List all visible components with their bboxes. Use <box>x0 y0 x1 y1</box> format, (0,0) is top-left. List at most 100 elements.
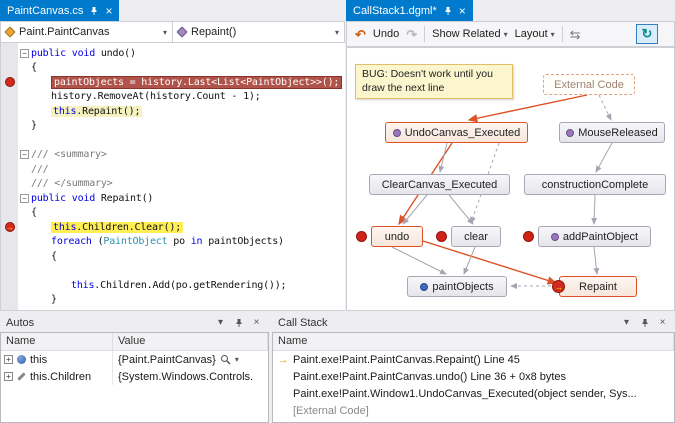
window-position-icon[interactable]: ▾ <box>623 317 630 328</box>
close-icon[interactable]: × <box>105 3 113 18</box>
breakpoint-margin[interactable] <box>1 206 18 221</box>
window-position-icon[interactable]: ▾ <box>217 317 224 328</box>
callstack-header[interactable]: Name <box>273 333 674 351</box>
pin-icon[interactable] <box>89 6 99 16</box>
breakpoint-margin[interactable] <box>1 133 18 148</box>
breakpoint-margin[interactable] <box>1 191 18 206</box>
graph-node-undo[interactable]: undo <box>371 226 423 247</box>
breakpoint-margin[interactable] <box>1 162 18 177</box>
callstack-frame[interactable]: →Paint.exe!Paint.PaintCanvas.Repaint() L… <box>273 351 674 368</box>
breakpoint-icon[interactable] <box>356 231 367 242</box>
breakpoint-margin[interactable] <box>1 75 18 90</box>
graph-node-clear[interactable]: clear <box>451 226 501 247</box>
redo-icon[interactable]: ↷ <box>406 26 418 42</box>
pin-icon[interactable] <box>232 318 245 328</box>
fold-marker[interactable]: − <box>20 193 29 203</box>
breakpoint-margin[interactable] <box>1 249 18 264</box>
code-line[interactable]: this.Children.Add(po.getRendering()); <box>1 278 345 293</box>
expand-icon[interactable]: + <box>4 372 13 381</box>
column-header-name[interactable]: Name <box>273 333 674 350</box>
callstack-frame[interactable]: Paint.exe!Paint.PaintCanvas.undo() Line … <box>273 368 674 385</box>
breakpoint-icon[interactable] <box>4 77 15 88</box>
graph-node-undocanvas-executed[interactable]: UndoCanvas_Executed <box>385 122 528 143</box>
breakpoint-margin[interactable] <box>1 90 18 105</box>
breakpoint-margin[interactable] <box>1 278 18 293</box>
fold-marker[interactable]: − <box>20 150 29 160</box>
code-line[interactable] <box>1 264 345 279</box>
code-line[interactable]: −public void Repaint() <box>1 191 345 206</box>
graph-node-addpaintobject[interactable]: addPaintObject <box>538 226 651 247</box>
show-related-button[interactable]: Show Related▾ <box>432 28 508 40</box>
layout-button[interactable]: Layout▾ <box>515 28 555 40</box>
tab-label: CallStack1.dgml* <box>353 4 437 17</box>
code-line[interactable]: { <box>1 61 345 76</box>
column-header-name[interactable]: Name <box>1 333 113 350</box>
code-line[interactable]: } <box>1 293 345 308</box>
graph-node-paintobjects[interactable]: paintObjects <box>407 276 507 297</box>
breakpoint-margin[interactable]: → <box>1 220 18 235</box>
breakpoint-margin[interactable] <box>1 148 18 163</box>
current-statement-icon[interactable]: → <box>4 222 15 233</box>
autos-titlebar[interactable]: Autos ▾ × <box>0 313 269 332</box>
autos-row[interactable]: +this{Paint.PaintCanvas}▾ <box>1 351 268 368</box>
magnifier-icon[interactable] <box>220 354 231 365</box>
code-line[interactable]: { <box>1 206 345 221</box>
bug-note[interactable]: BUG: Doesn't work until you draw the nex… <box>355 64 513 100</box>
code-line[interactable]: } <box>1 119 345 134</box>
close-icon[interactable]: × <box>458 3 466 18</box>
code-line[interactable]: foreach (PaintObject po in paintObjects) <box>1 235 345 250</box>
breakpoint-margin[interactable] <box>1 119 18 134</box>
fold-marker[interactable]: − <box>20 48 29 58</box>
type-dropdown[interactable]: Paint.PaintCanvas ▾ <box>1 22 172 42</box>
breakpoint-margin[interactable] <box>1 61 18 76</box>
breakpoint-margin[interactable] <box>1 264 18 279</box>
code-line[interactable]: history.RemoveAt(history.Count - 1); <box>1 90 345 105</box>
editor-navbar: Paint.PaintCanvas ▾ Repaint() ▾ <box>0 21 345 43</box>
graph-node-repaint[interactable]: Repaint→ <box>552 276 637 297</box>
undo-label[interactable]: Undo <box>372 28 400 40</box>
chevron-down-icon[interactable]: ▾ <box>234 355 239 364</box>
breakpoint-margin[interactable] <box>1 235 18 250</box>
property-icon <box>17 372 26 381</box>
code-line[interactable]: /// <box>1 162 345 177</box>
breakpoint-icon[interactable] <box>523 231 534 242</box>
autos-header[interactable]: Name Value <box>1 333 268 351</box>
pin-icon[interactable] <box>443 6 453 16</box>
code-line[interactable]: { <box>1 249 345 264</box>
close-icon[interactable]: × <box>253 317 260 328</box>
graph-canvas[interactable]: BUG: Doesn't work until you draw the nex… <box>346 47 675 311</box>
code-line[interactable]: /// </summary> <box>1 177 345 192</box>
code-editor[interactable]: −public void undo(){paintObjects = histo… <box>0 43 345 311</box>
tab-callstack-dgml[interactable]: CallStack1.dgml* × <box>346 0 473 21</box>
graph-options-icon[interactable]: ⇆ <box>569 26 581 42</box>
callstack-frame[interactable]: Paint.exe!Paint.Window1.UndoCanvas_Execu… <box>273 385 674 402</box>
callstack-frame[interactable]: [External Code] <box>273 402 674 419</box>
autos-title: Autos <box>6 316 35 329</box>
graph-node-constructioncomplete[interactable]: constructionComplete <box>524 174 666 195</box>
breakpoint-icon[interactable] <box>436 231 447 242</box>
code-line[interactable]: −public void undo() <box>1 46 345 61</box>
code-line[interactable]: −/// <summary> <box>1 148 345 163</box>
breakpoint-margin[interactable] <box>1 46 18 61</box>
code-line[interactable] <box>1 133 345 148</box>
breakpoint-margin[interactable] <box>1 104 18 119</box>
column-header-value[interactable]: Value <box>113 333 268 350</box>
breakpoint-margin[interactable] <box>1 177 18 192</box>
pin-icon[interactable] <box>638 318 651 328</box>
expand-icon[interactable]: + <box>4 355 13 364</box>
code-line[interactable]: →this.Children.Clear(); <box>1 220 345 235</box>
code-line[interactable]: paintObjects = history.Last<List<PaintOb… <box>1 75 345 90</box>
fold-margin: − <box>18 193 31 203</box>
tab-paintcanvas[interactable]: PaintCanvas.cs × <box>0 0 120 21</box>
close-icon[interactable]: × <box>659 317 666 328</box>
callstack-titlebar[interactable]: Call Stack ▾ × <box>272 313 675 332</box>
undo-icon[interactable]: ↶ <box>355 26 366 42</box>
code-line[interactable]: this.Repaint(); <box>1 104 345 119</box>
graph-node-external-code[interactable]: External Code <box>543 74 635 95</box>
graph-node-clearcanvas-executed[interactable]: ClearCanvas_Executed <box>369 174 510 195</box>
graph-node-mousereleased[interactable]: MouseReleased <box>559 122 665 143</box>
autos-row[interactable]: +this.Children{System.Windows.Controls. <box>1 368 268 385</box>
member-dropdown[interactable]: Repaint() ▾ <box>172 22 344 42</box>
breakpoint-margin[interactable] <box>1 293 18 308</box>
sync-highlight-button[interactable]: ↻ <box>636 24 658 44</box>
